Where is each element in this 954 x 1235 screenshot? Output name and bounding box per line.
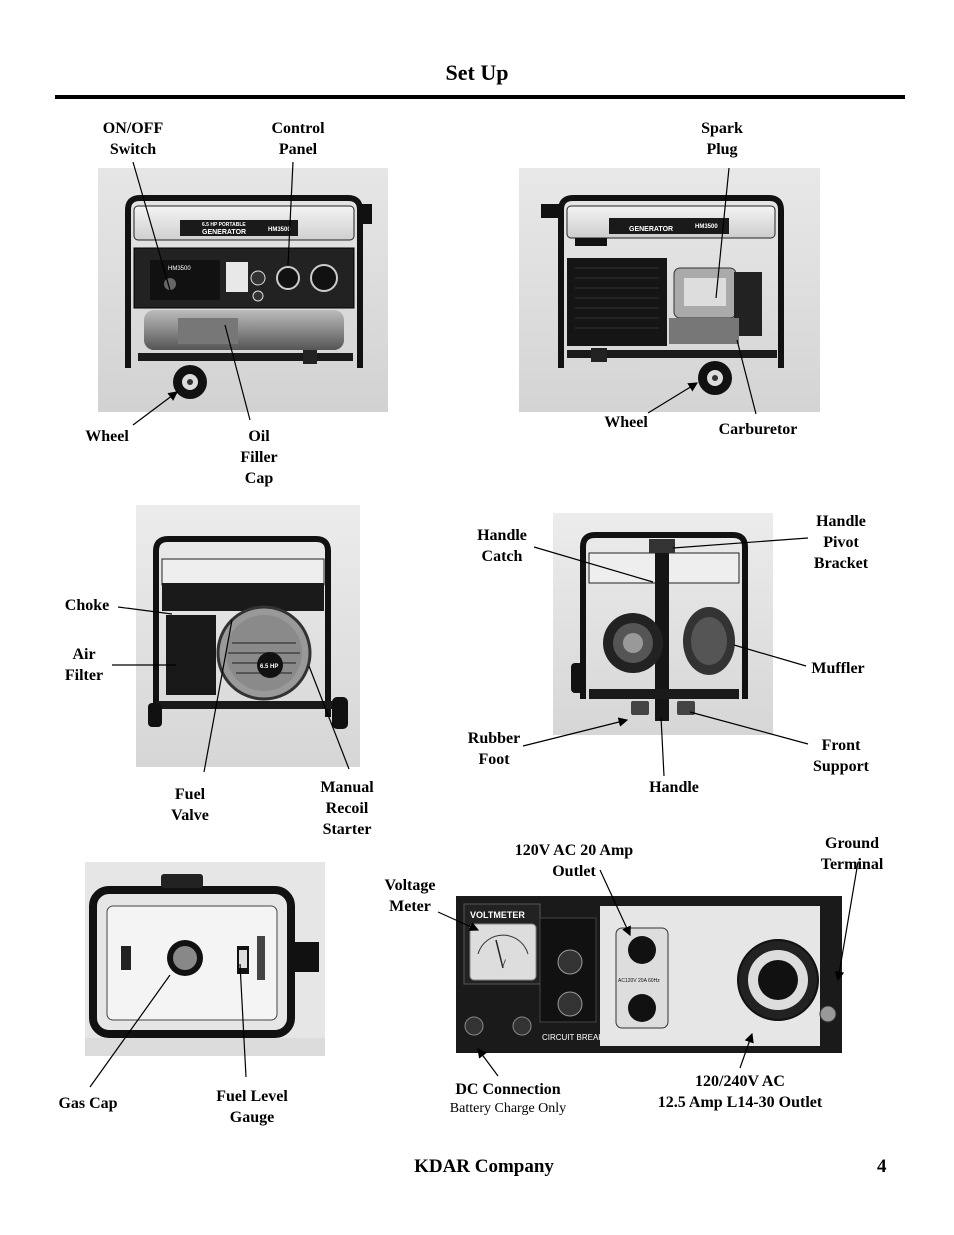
label-handle-pivot-bracket: Handle Pivot Bracket xyxy=(813,513,869,572)
page-title: Set Up xyxy=(445,60,509,85)
meter-unit: V xyxy=(500,958,506,968)
decal-line2: GENERATOR xyxy=(202,229,246,236)
label-manual-recoil-starter: Manual Recoil Starter xyxy=(320,779,374,838)
label-rubber-foot: Rubber Foot xyxy=(467,730,521,768)
label-on-off-switch: ON/OFF Switch xyxy=(102,120,164,158)
label-wheel-front: Wheel xyxy=(85,428,129,445)
dc-connection-text: DC Connection xyxy=(455,1081,561,1098)
label-gas-cap: Gas Cap xyxy=(58,1095,118,1112)
label-control-panel: Control Panel xyxy=(271,120,325,158)
generator-recoil-side-photo: 6.5 HP xyxy=(136,505,360,767)
label-air-filter: Air Filter xyxy=(64,646,104,684)
page-number: 4 xyxy=(877,1156,887,1177)
label-120v-outlet: 120V AC 20 Amp Outlet xyxy=(514,842,634,880)
label-ground-terminal: Ground Terminal xyxy=(820,835,884,873)
label-fuel-valve: Fuel Valve xyxy=(171,786,209,824)
label-fuel-level-gauge: Fuel Level Gauge xyxy=(216,1088,288,1126)
decal-model: HM3500 xyxy=(268,227,291,233)
label-spark-plug: Spark Plug xyxy=(701,120,743,158)
label-front-support: Front Support xyxy=(812,737,870,775)
label-muffler: Muffler xyxy=(811,660,865,677)
footer-company: KDAR Company xyxy=(414,1156,554,1177)
label-oil-filler-cap: Oil Filler Cap xyxy=(240,428,278,487)
engine-badge: 6.5 HP xyxy=(260,664,278,670)
dc-connection-subtext: Battery Charge Only xyxy=(449,1101,567,1116)
label-handle-catch: Handle Catch xyxy=(477,527,527,565)
generator-front-photo: 6.5 HP PORTABLE GENERATOR HM3500 HM3500 xyxy=(98,168,388,412)
generator-handle-side-photo xyxy=(553,513,773,735)
label-handle: Handle xyxy=(649,779,699,796)
decal2-line2: GENERATOR xyxy=(629,226,673,233)
label-wheel-side: Wheel xyxy=(604,414,648,431)
label-dc-connection: DC Connection Battery Charge Only xyxy=(428,1079,588,1118)
decal2-model: HM3500 xyxy=(695,224,718,230)
outlet-rating: AC120V 20A 60Hz xyxy=(618,978,660,984)
control-panel-closeup-photo: VOLTMETER V CIRCUIT BREAKER AC120V 20A 6… xyxy=(456,896,842,1053)
panel-model: HM3500 xyxy=(168,266,191,272)
panel-breaker-text: CIRCUIT BREAKER xyxy=(542,1033,615,1042)
label-choke: Choke xyxy=(64,597,110,614)
title-rule xyxy=(55,95,905,99)
label-carburetor: Carburetor xyxy=(718,421,798,438)
panel-voltmeter-text: VOLTMETER xyxy=(470,910,525,920)
label-240v-outlet: 120/240V AC 12.5 Amp L14-30 Outlet xyxy=(657,1073,823,1111)
generator-engine-side-photo: GENERATOR HM3500 xyxy=(519,168,820,412)
decal-line1: 6.5 HP PORTABLE xyxy=(202,222,246,228)
label-voltage-meter: Voltage Meter xyxy=(384,877,436,915)
generator-top-view-photo xyxy=(85,862,325,1056)
